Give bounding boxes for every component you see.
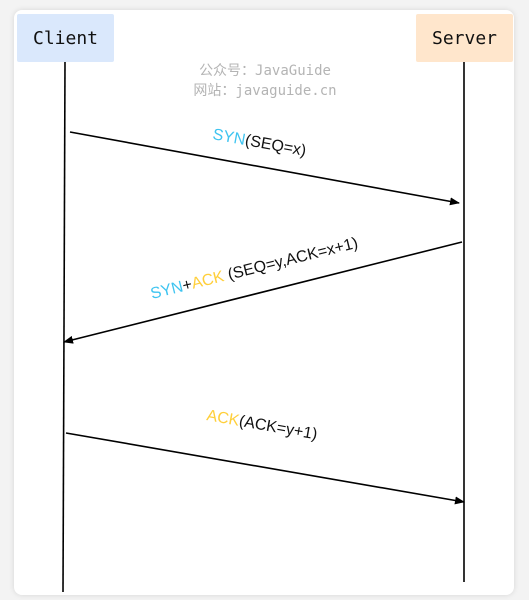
ack-label-part: ACK	[205, 407, 241, 430]
watermark-line-1: 公众号：JavaGuide	[199, 63, 331, 79]
syn-label-part: SYN	[211, 126, 246, 149]
ack-label-part: (ACK=y+1)	[238, 413, 319, 443]
syn-ack-arrow	[63, 241, 463, 344]
watermark-line-2: 网站：javaguide.cn	[193, 83, 337, 99]
syn-label-part: (SEQ=x)	[244, 132, 308, 160]
server-actor-box: Server	[416, 14, 513, 62]
syn-arrow	[69, 131, 460, 206]
syn-label: SYN(SEQ=x)	[211, 126, 307, 160]
client-actor-box: Client	[17, 14, 114, 62]
syn-ack-label: SYN+ACK (SEQ=y,ACK=x+1)	[149, 235, 360, 303]
syn-ack-label-part: ACK	[190, 268, 226, 293]
ack-arrow	[65, 432, 465, 505]
client-lifeline	[62, 61, 66, 593]
ack-label: ACK(ACK=y+1)	[205, 407, 318, 443]
syn-ack-label-part: SYN	[149, 278, 185, 302]
diagram-canvas	[14, 10, 514, 595]
syn-ack-label-part: (SEQ=y,ACK=x+1)	[222, 235, 360, 285]
syn-ack-label-part: +	[181, 276, 194, 295]
